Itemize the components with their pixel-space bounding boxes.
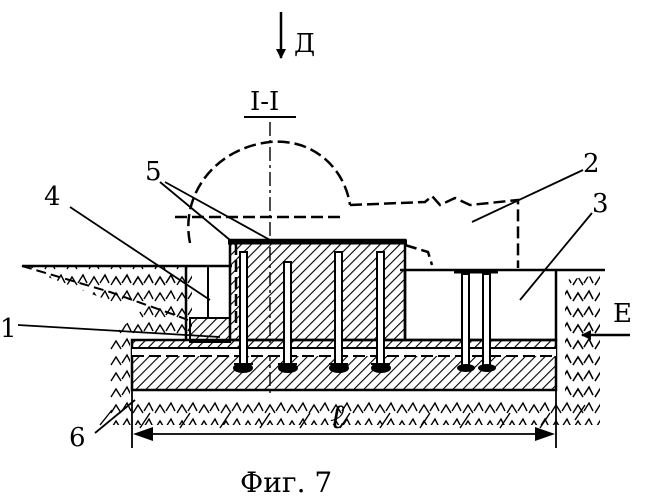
dimension-label: ℓ	[330, 397, 344, 437]
callout-2	[472, 170, 583, 222]
section-label: I-I	[250, 87, 279, 117]
callout-3-label: 3	[592, 189, 609, 219]
callout-6-label: 6	[69, 423, 86, 453]
view-arrow-d-label: Д	[294, 29, 315, 59]
callout-5	[160, 182, 270, 245]
callout-5-label: 5	[145, 157, 162, 187]
view-arrow-e-label: Е	[613, 299, 632, 329]
foundation-step	[190, 318, 230, 342]
callout-2-label: 2	[583, 149, 600, 179]
callout-1-label: 1	[0, 314, 17, 344]
figure-caption: Фиг. 7	[240, 466, 332, 499]
callout-4-label: 4	[44, 182, 61, 212]
